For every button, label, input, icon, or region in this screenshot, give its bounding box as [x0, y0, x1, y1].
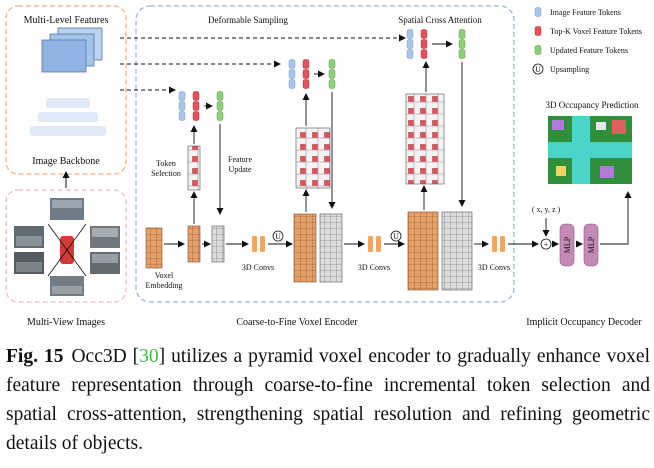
plus-node — [540, 238, 552, 250]
legend-topk-tokens: Top-K Voxel Feature Tokens — [550, 27, 642, 36]
legend-updated-tokens: Updated Feature Tokens — [550, 46, 628, 55]
token-selection-label-1: Token — [156, 159, 176, 168]
multi-level-features-label: Multi-Level Features — [24, 15, 109, 26]
architecture-diagram: Multi-Level Features Image Backbone Mult… — [5, 5, 642, 328]
decoder-label: Implicit Occupancy Decoder — [526, 317, 642, 328]
voxel-embedding-label-1: Voxel — [155, 271, 174, 280]
legend-updated-token-swatch — [534, 45, 542, 55]
feature-update-label-2: Update — [228, 165, 252, 174]
mlp-block-1 — [559, 223, 575, 267]
plus-symbol: + — [544, 240, 549, 249]
token-selection-label-2: Selection — [151, 169, 181, 178]
camera-images — [14, 198, 120, 296]
stage2-voxel-b — [319, 213, 343, 283]
stage1-voxel-a — [187, 225, 201, 263]
multi-view-images-label: Multi-View Images — [27, 317, 105, 328]
image-backbone-label: Image Backbone — [32, 156, 100, 167]
caption-reference-link[interactable]: 30 — [139, 346, 159, 367]
stage2-voxel-a — [293, 213, 317, 283]
stage3-voxel-a — [407, 211, 439, 291]
coarse-to-fine-label: Coarse-to-Fine Voxel Encoder — [236, 317, 358, 328]
figure-caption: Fig. 15 Occ3D [30] utilizes a pyramid vox… — [6, 342, 650, 458]
image-backbone-box — [5, 5, 127, 175]
mlp-label-2: MLP — [587, 236, 596, 253]
deformable-sampling-label: Deformable Sampling — [208, 15, 288, 25]
multi-view-images-box — [5, 189, 127, 303]
stage1-selected-voxels — [187, 145, 201, 191]
legend-image-token-swatch — [534, 7, 542, 17]
stage1-tokens — [178, 91, 224, 121]
conv-block-1 — [252, 236, 265, 252]
xyz-query-label: ( x, y, z ) — [532, 205, 561, 214]
caption-after-ref: ] utilizes a pyramid voxel encoder to gr… — [6, 346, 650, 454]
legend-image-tokens: Image Feature Tokens — [550, 8, 621, 17]
upsample-node-2 — [390, 230, 402, 242]
occupancy-prediction-label: 3D Occupancy Prediction — [546, 100, 639, 110]
stage2-tokens — [288, 59, 336, 89]
decoder-output-arrow — [600, 191, 632, 245]
upsample-symbol-2: U — [393, 232, 399, 241]
voxel-encoder-box — [135, 5, 515, 303]
legend-upsampling: Upsampling — [550, 65, 589, 74]
conv-block-3 — [492, 236, 505, 252]
backbone-layers — [30, 98, 106, 136]
stage3-selected-voxels — [405, 93, 445, 185]
caption-before-ref: Occ3D [ — [71, 346, 140, 367]
spatial-cross-attention-label: Spatial Cross Attention — [398, 15, 482, 25]
mlp-block-2 — [583, 223, 599, 267]
legend: Image Feature Tokens Top-K Voxel Feature… — [532, 7, 642, 75]
conv-label-1: 3D Convs — [242, 263, 274, 272]
conv-block-2 — [368, 236, 381, 252]
feature-maps-stack — [41, 27, 103, 73]
legend-upsampling-symbol: U — [535, 65, 541, 74]
feature-update-label-1: Feature — [228, 155, 252, 164]
legend-topk-token-swatch — [534, 26, 542, 36]
stage3-voxel-b — [441, 211, 473, 291]
upsample-node-1 — [272, 230, 284, 242]
stage2-selected-voxels — [295, 127, 331, 189]
occupancy-map — [548, 116, 632, 184]
upsample-symbol-1: U — [275, 232, 281, 241]
mlp-label-1: MLP — [563, 236, 572, 253]
stage1-voxel-b — [211, 225, 225, 263]
conv-label-3: 3D Convs — [478, 263, 510, 272]
voxel-embedding-cube — [145, 227, 163, 269]
conv-label-2: 3D Convs — [358, 263, 390, 272]
caption-figure-number: Fig. 15 — [6, 346, 64, 367]
legend-upsampling-icon — [532, 63, 544, 75]
voxel-embedding-label-2: Embedding — [146, 281, 183, 290]
